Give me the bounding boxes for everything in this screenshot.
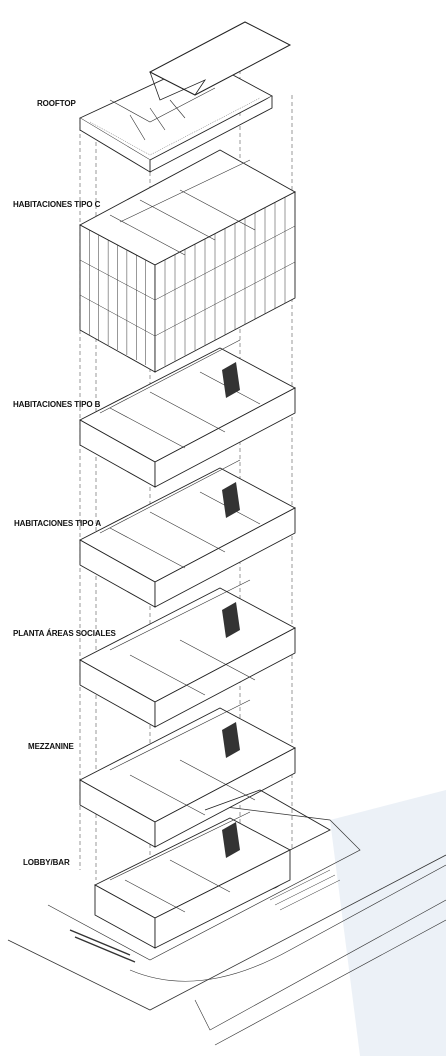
- floor-rooftop: [79, 21, 292, 173]
- parking-stripes: [269, 869, 341, 911]
- stair-mezzanine: [222, 722, 240, 758]
- stair-sociales: [222, 602, 240, 638]
- planters: [69, 904, 226, 963]
- label-planta-areas-sociales: PLANTA ÁREAS SOCIALES: [13, 629, 116, 638]
- floor-lobby-bar: [94, 789, 331, 949]
- sidewalk: [214, 919, 446, 1046]
- entrance-canopy: [204, 789, 331, 851]
- roof-canopy: [148, 21, 292, 96]
- label-habitaciones-tipo-a: HABITACIONES TIPO A: [14, 519, 101, 528]
- street-curve: [129, 864, 446, 982]
- floor-mezzanine: [79, 699, 296, 848]
- road-shading: [330, 790, 446, 1056]
- floor-habitaciones-tipo-b: [79, 339, 296, 488]
- label-habitaciones-tipo-b: HABITACIONES TIPO B: [13, 400, 101, 409]
- site-plaza: [47, 804, 361, 961]
- site-outline: [7, 854, 446, 1011]
- floor-planta-areas-sociales: [79, 579, 296, 728]
- floor-habitaciones-tipo-c: [79, 149, 296, 373]
- floor-habitaciones-tipo-a: [79, 459, 296, 608]
- stair-b: [222, 362, 240, 398]
- label-rooftop: ROOFTOP: [37, 99, 76, 108]
- stair-lobby: [222, 822, 240, 858]
- stair-a: [222, 482, 240, 518]
- label-lobby-bar: LOBBY/BAR: [23, 858, 70, 867]
- label-mezzanine: MEZZANINE: [28, 742, 74, 751]
- label-habitaciones-tipo-c: HABITACIONES TIPO C: [13, 200, 101, 209]
- street-edge: [194, 899, 446, 1031]
